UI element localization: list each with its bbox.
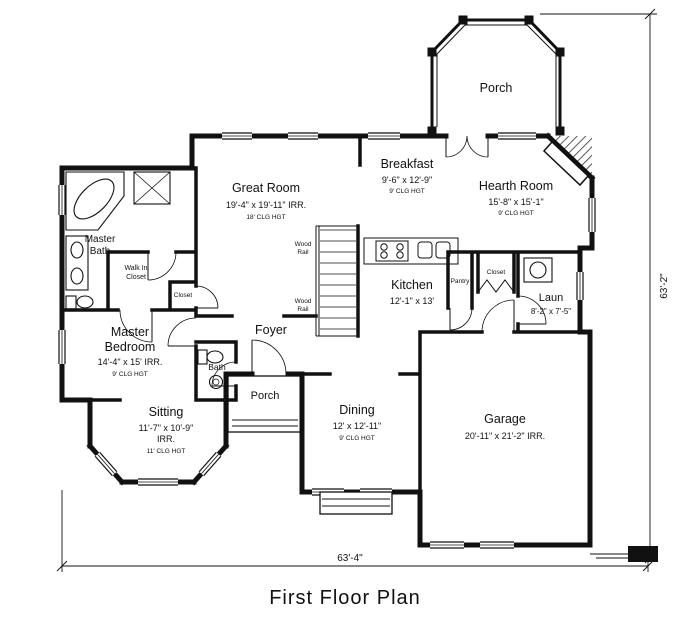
foyer-closet-label: Closet [174,292,193,299]
dining-size: 12' x 12'-11" [333,421,382,431]
master-bath-fixtures [65,171,171,310]
dining-label: Dining [339,403,374,417]
great-room-size: 19'-4" x 19'-11" IRR. [226,200,306,210]
hearth-room-label: Hearth Room [479,179,553,193]
window [222,131,252,141]
bath-label: Bath [208,362,226,372]
laundry-size: 8'-2" x 7'-5" [531,307,571,316]
front-porch-structure [227,375,303,433]
master-bedroom-label-1: Master [111,325,149,339]
window [57,330,67,364]
master-bedroom-label-2: Bedroom [105,340,156,354]
breakfast-ceiling: 9' CLG HGT [389,188,425,195]
stair-treads [320,229,356,330]
wood-rail-upper-1: Wood [295,241,312,248]
window [498,131,536,141]
staircase [315,225,358,337]
window [480,540,514,550]
sink-basin [435,241,451,259]
corner-tub [65,171,125,231]
kitchen-fixtures [363,237,459,265]
hall-closet-label: Closet [487,269,506,276]
window [288,131,318,141]
breakfast-label: Breakfast [381,157,434,171]
toilet-tank [197,349,208,365]
sitting-size: 11'-7" x 10'-9" [139,423,194,433]
laundry-label: Laun [539,292,563,304]
master-bedroom-size: 14'-4" x 15' IRR. [98,357,163,367]
garage-label: Garage [484,412,526,426]
garage-size: 20'-11" x 21'-2" IRR. [465,431,545,441]
window [57,185,67,215]
dining-stoop [319,491,393,515]
toilet-tank [65,295,77,310]
window [198,451,222,477]
kitchen-size: 12'-1" x 13' [390,296,434,306]
door-arcs [119,135,547,387]
range [375,240,409,262]
breakfast-size: 9'-6" x 12'-9" [382,175,432,185]
master-bath-label-1: Master [85,234,116,245]
walk-in-closet-label-2: Closet [126,274,146,281]
wood-rail-lower-2: Rail [297,306,309,313]
room-labels: Porch Great Room 19'-4" x 19'-11" IRR. 1… [85,81,572,455]
dimension-lines [56,8,657,572]
pedestal-sink [208,374,224,390]
interior-walls [60,134,582,494]
pantry-label: Pantry [451,278,471,285]
windows-layer [57,131,597,550]
toilet-bowl [76,295,94,309]
stair-rails [315,225,358,337]
vanity [65,235,89,291]
porch-front-label: Porch [251,390,280,402]
porch-top-label: Porch [480,81,513,95]
rear-porch-structure [427,15,565,136]
sitting-label: Sitting [149,405,184,419]
closet-bifold-doors [477,279,515,293]
master-bath-label-2: Bath [90,246,111,257]
laundry-tub [523,257,553,283]
hearth-room-ceiling: 9' CLG HGT [498,210,534,217]
window [138,477,178,487]
shower [133,171,171,205]
foyer-label: Foyer [255,323,287,337]
great-room-label: Great Room [232,181,300,195]
walk-in-closet-label-1: Walk In [124,265,147,272]
great-room-ceiling: 18' CLG HGT [246,214,285,221]
fireplace [542,136,592,187]
window [575,272,585,300]
window [368,131,400,141]
dimension-bottom: 63'-4" [337,553,363,564]
kitchen-label: Kitchen [391,278,433,292]
hearth-room-size: 15'-8" x 15'-1" [488,197,543,207]
dimension-right: 63'-2" [659,273,670,299]
toilet-bowl [206,350,224,364]
master-bedroom-ceiling: 9' CLG HGT [112,371,148,378]
plan-title: First Floor Plan [269,587,421,609]
porch-posts [427,15,565,136]
sink-basin [417,241,433,259]
wood-rail-lower-1: Wood [295,298,312,305]
sitting-ceiling: 11' CLG HGT [147,448,186,455]
sitting-size-2: IRR. [157,434,175,444]
counter [363,237,459,265]
powder-bath-fixtures [197,349,224,390]
window [430,540,464,550]
laundry-fixtures [523,257,553,283]
window [587,198,597,232]
door-swings [119,135,547,387]
window [94,451,118,477]
wood-rail-upper-2: Rail [297,249,309,256]
dining-ceiling: 9' CLG HGT [339,435,375,442]
door-leaves [147,136,546,387]
